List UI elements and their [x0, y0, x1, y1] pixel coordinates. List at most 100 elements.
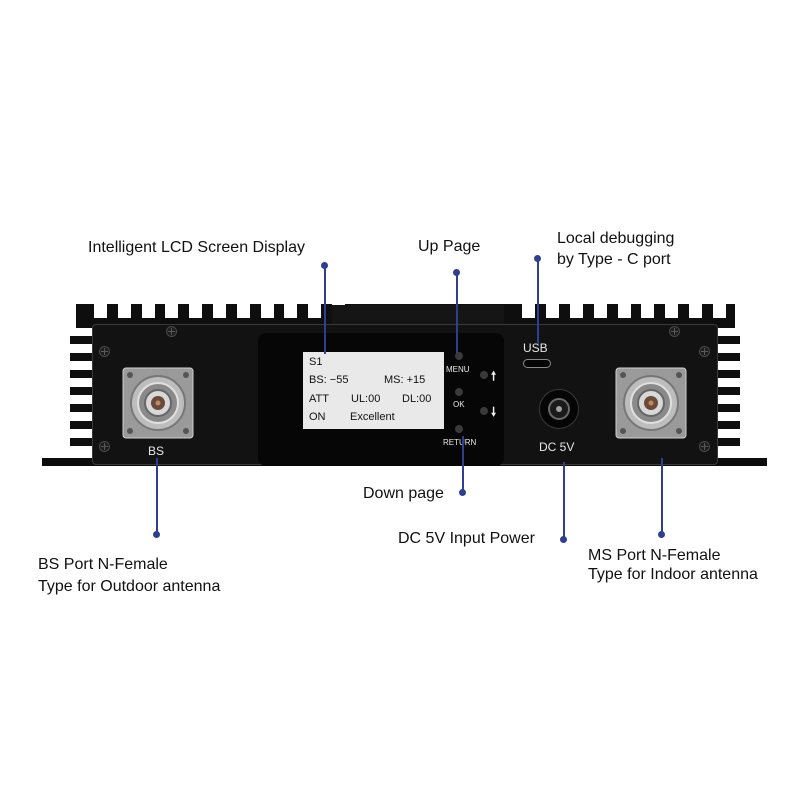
side-fin: [70, 438, 92, 446]
lcd-dl-value: DL:00: [402, 393, 432, 405]
dc-power-callout: DC 5V Input Power: [398, 530, 535, 547]
heatsink-gap: [117, 304, 131, 318]
heatsink-gap: [641, 304, 655, 318]
up-button[interactable]: [480, 371, 488, 379]
lcd-leader: [324, 266, 326, 354]
side-fin: [718, 353, 740, 361]
side-fin: [70, 387, 92, 395]
screw-icon: [669, 326, 680, 337]
heatsink-fin: [679, 304, 689, 328]
heatsink-fin: [536, 304, 547, 328]
down-button[interactable]: [480, 407, 488, 415]
heatsink-gap: [213, 304, 226, 318]
bs-port-callout-line2: Type for Outdoor antenna: [38, 578, 221, 595]
lcd-att: ATT: [309, 393, 329, 405]
lcd-leader-dot: [321, 262, 328, 269]
n-connector-icon: [615, 367, 687, 439]
bs-port-callout-line1: BS Port N-Female: [38, 556, 168, 573]
heatsink-fin: [560, 304, 570, 328]
dc-power-leader-dot: [560, 536, 567, 543]
screw-icon: [699, 441, 710, 452]
lcd-bs-value: BS: −55: [309, 374, 349, 386]
heatsink-fin: [179, 304, 190, 328]
usb-leader: [537, 258, 539, 344]
ms-port-callout-line2: Type for Indoor antenna: [588, 566, 758, 583]
dc-power-leader: [563, 462, 565, 539]
menu-label: MENU: [446, 365, 470, 374]
heatsink-fin: [131, 304, 142, 328]
heatsink-gap: [570, 304, 583, 318]
heatsink-gap: [284, 304, 298, 318]
heatsink-fin: [655, 304, 666, 328]
n-connector-icon: [122, 367, 194, 439]
screw-icon: [99, 441, 110, 452]
side-fin: [718, 404, 740, 412]
side-fin: [70, 404, 92, 412]
bs-port[interactable]: [122, 367, 194, 439]
ms-port-callout-line1: MS Port N-Female: [588, 547, 721, 564]
side-fin: [70, 421, 92, 429]
heatsink-fin: [84, 304, 94, 328]
heatsink-fin: [583, 304, 594, 328]
heatsink-gap: [189, 304, 203, 318]
usb-callout-line1: Local debugging: [557, 230, 675, 247]
usb-c-port[interactable]: [523, 359, 551, 368]
side-fin: [70, 353, 92, 361]
heatsink-gap: [165, 304, 179, 318]
side-fin: [718, 370, 740, 378]
heatsink-gap: [522, 304, 536, 318]
heatsink-fin: [322, 304, 332, 328]
heatsink-center-block: [332, 305, 504, 328]
heatsink-fin: [226, 304, 237, 328]
usb-leader-dot: [534, 255, 541, 262]
down-page-callout: Down page: [363, 485, 444, 502]
screw-icon: [166, 326, 177, 337]
menu-button[interactable]: [455, 352, 463, 360]
heatsink-gap: [617, 304, 631, 318]
heatsink-fin: [512, 304, 523, 328]
lcd-callout: Intelligent LCD Screen Display: [88, 239, 305, 256]
heatsink-fin: [274, 304, 285, 328]
heatsink-fin: [155, 304, 166, 328]
heatsink-gap: [689, 304, 702, 318]
side-fin: [718, 421, 740, 429]
heatsink-gap: [141, 304, 155, 318]
ok-button[interactable]: [455, 388, 463, 396]
usb-label: USB: [523, 341, 548, 355]
up-page-callout: Up Page: [418, 238, 481, 255]
up-page-leader: [456, 273, 458, 353]
side-fin: [70, 336, 92, 344]
heatsink-gap: [712, 304, 726, 318]
lcd-screen: S1 BS: −55 MS: +15 ATT UL:00 DL:00 ON Ex…: [303, 352, 444, 429]
heatsink-gap: [665, 304, 679, 318]
bs-label: BS: [148, 444, 165, 458]
heatsink-gap: [546, 304, 560, 318]
dc-jack[interactable]: [539, 389, 579, 429]
ok-label: OK: [453, 400, 465, 409]
bs-port-leader-dot: [153, 531, 160, 538]
ms-port[interactable]: [615, 367, 687, 439]
heatsink-fin: [107, 304, 118, 328]
ms-port-leader-dot: [658, 531, 665, 538]
return-label: RETURN: [443, 438, 477, 447]
screw-icon: [99, 346, 110, 357]
dc-label: DC 5V: [539, 440, 575, 454]
heatsink-fin: [702, 304, 713, 328]
screw-icon: [699, 346, 710, 357]
lcd-ms-value: MS: +15: [384, 374, 426, 386]
bs-port-leader: [156, 458, 158, 534]
heatsink-fin: [298, 304, 309, 328]
lcd-ul-value: UL:00: [351, 393, 381, 405]
arrow-down-icon: 🠗: [491, 405, 497, 419]
heatsink-gap: [94, 304, 107, 318]
heatsink-gap: [308, 304, 322, 318]
return-button[interactable]: [455, 425, 463, 433]
side-fin: [718, 336, 740, 344]
ms-port-leader: [661, 458, 663, 534]
arrow-up-icon: 🠕: [491, 369, 497, 383]
side-fin: [718, 387, 740, 395]
down-page-leader: [462, 436, 464, 492]
heatsink-gap: [236, 304, 250, 318]
lcd-status: Excellent: [350, 411, 395, 423]
lcd-line1: S1: [309, 356, 323, 368]
